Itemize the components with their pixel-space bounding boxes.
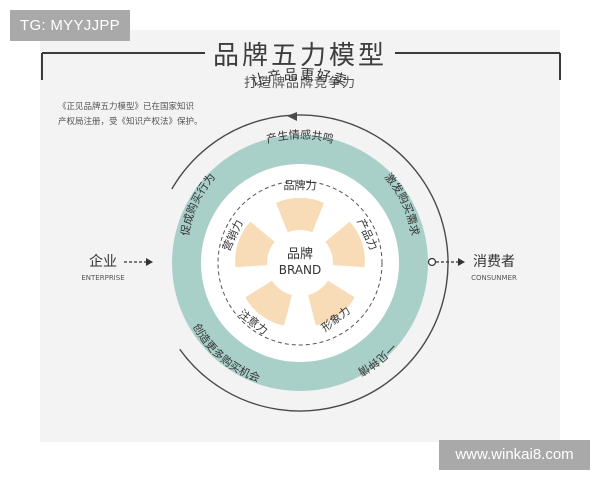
url-watermark: www.winkai8.com [439, 440, 590, 470]
top-arc-label: 让产品更好卖 [250, 67, 351, 90]
center-label-en: BRAND [279, 263, 322, 277]
enterprise-label-en: ENTERPRISE [81, 274, 124, 282]
dashed-orbit [217, 180, 383, 346]
center-label-cn: 品牌 [287, 246, 313, 262]
diagram-subtitle: 打造牌品牌竞争力 [243, 76, 356, 91]
enterprise-arrow-icon [146, 258, 153, 266]
force-brand-power: 品牌力 [284, 178, 317, 192]
consumer-label-en: CONSUNMER [471, 274, 517, 282]
consumer-node [427, 257, 437, 267]
tg-watermark: TG: MYYJJPP [10, 10, 130, 41]
copyright-note: 《正见品牌五力模型》已在国家知识 产权局注册，受《知识产权法》保护。 [58, 100, 223, 130]
diagram-title: 品牌五力模型 [212, 41, 387, 71]
outer-arc-with-arrow [151, 112, 449, 412]
copyright-line-2: 产权局注册，受《知识产权法》保护。 [58, 117, 203, 127]
consumer-label-cn: 消费者 [473, 254, 515, 270]
title-frame [41, 52, 561, 80]
consumer-arrow-icon [458, 258, 465, 266]
center-disc [267, 230, 333, 296]
copyright-line-1: 《正见品牌五力模型》已在国家知识 [58, 102, 195, 112]
enterprise-label-cn: 企业 [89, 253, 117, 270]
